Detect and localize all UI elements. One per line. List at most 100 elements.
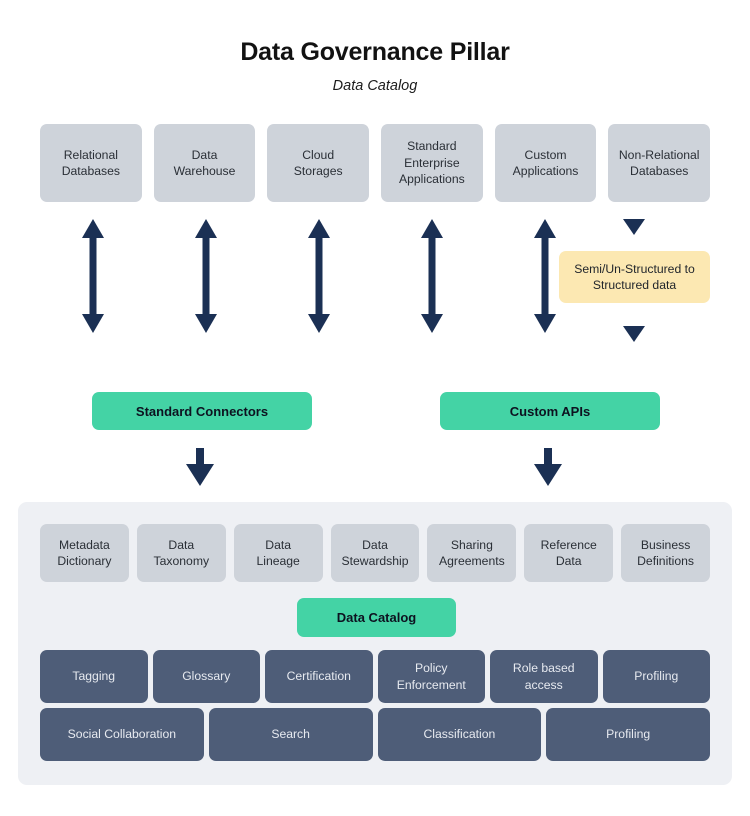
capabilities-row: Metadata Dictionary Data Taxonomy Data L… — [40, 524, 711, 582]
source-label-line2: Databases — [630, 164, 689, 178]
page-title: Data Governance Pillar — [240, 38, 510, 66]
feature-label: Classification — [423, 727, 496, 742]
down-triangle-into-transform — [623, 219, 645, 235]
feature-box-tagging[interactable]: Tagging — [40, 650, 148, 703]
bidirectional-arrow-data-warehouse — [195, 219, 217, 333]
source-box-relational-databases[interactable]: Relational Databases — [40, 124, 142, 202]
bidirectional-arrow-group — [82, 219, 556, 333]
feature-label: Role based access — [513, 660, 575, 693]
feature-label: Glossary — [182, 669, 231, 684]
feature-label-line1: Policy — [414, 661, 448, 676]
capability-label-line1: Reference — [540, 537, 597, 552]
feature-label: Profiling — [606, 727, 651, 742]
data-catalog-chip-label: Data Catalog — [336, 610, 417, 625]
capability-label-line1: Data — [168, 537, 195, 552]
feature-label: Certification — [286, 669, 351, 684]
source-box-data-warehouse[interactable]: Data Warehouse — [153, 124, 256, 202]
feature-box-glossary[interactable]: Glossary — [152, 650, 260, 703]
source-label-line2: Enterprise — [404, 155, 460, 170]
capability-label-line2: Definitions — [637, 554, 695, 568]
capability-label-line2: Lineage — [256, 554, 300, 568]
connector-standard-connectors[interactable]: Standard Connectors — [92, 392, 312, 430]
diagram-header: Data Governance Pillar Data Catalog — [0, 0, 750, 94]
feature-box-classification[interactable]: Classification — [377, 708, 542, 761]
source-label: Cloud Storages — [294, 147, 343, 180]
capability-label-line2: Dictionary — [57, 554, 112, 568]
connector-custom-apis[interactable]: Custom APIs — [440, 392, 660, 430]
capability-label-line2: Data — [555, 554, 582, 568]
capability-label-line2: Taxonomy — [153, 554, 210, 568]
bidirectional-arrow-custom-applications — [534, 219, 556, 333]
feature-box-profiling[interactable]: Profiling — [602, 650, 710, 703]
capability-label-line1: Data — [265, 537, 292, 552]
connector-arrow-group — [186, 448, 562, 486]
source-label-line1: Custom — [524, 147, 567, 162]
source-label: Non-Relational Databases — [619, 147, 700, 180]
capability-box-data-stewardship[interactable]: Data Stewardship — [330, 524, 420, 582]
capability-label-line1: Business — [640, 537, 691, 552]
feature-box-search[interactable]: Search — [208, 708, 373, 761]
bidirectional-arrow-standard-enterprise-applications — [421, 219, 443, 333]
bidirectional-arrow-relational-databases — [82, 219, 104, 333]
source-box-non-relational-databases[interactable]: Non-Relational Databases — [608, 124, 711, 202]
down-arrow-standard-connectors — [186, 448, 214, 486]
capability-box-reference-data[interactable]: Reference Data — [524, 524, 614, 582]
source-label: Data Warehouse — [174, 147, 236, 180]
feature-label: Policy Enforcement — [397, 660, 466, 693]
capability-label: Data Lineage — [256, 537, 299, 570]
down-triangle-out-of-transform — [623, 326, 645, 342]
capability-box-metadata-dictionary[interactable]: Metadata Dictionary — [40, 524, 129, 582]
feature-label: Profiling — [634, 669, 679, 684]
capability-label: Data Stewardship — [341, 537, 408, 570]
feature-box-social-collaboration[interactable]: Social Collaboration — [40, 708, 204, 761]
source-label-line2: Databases — [61, 164, 120, 178]
source-label-line2: Warehouse — [173, 164, 236, 178]
features-row-1: Tagging Glossary Certification Policy En… — [40, 650, 710, 703]
connector-label: Standard Connectors — [135, 403, 269, 419]
feature-label-line2: access — [524, 677, 563, 692]
data-catalog-chip[interactable]: Data Catalog — [297, 598, 456, 637]
source-label: Custom Applications — [513, 147, 579, 180]
source-label: Standard Enterprise Applications — [399, 138, 465, 187]
capability-box-sharing-agreements[interactable]: Sharing Agreements — [427, 524, 517, 582]
feature-box-certification[interactable]: Certification — [265, 650, 373, 703]
features-row-2: Social Collaboration Search Classificati… — [40, 708, 710, 761]
source-label: Relational Databases — [62, 147, 120, 180]
feature-box-role-based-access[interactable]: Role based access — [490, 650, 598, 703]
data-catalog-panel: Metadata Dictionary Data Taxonomy Data L… — [18, 502, 732, 785]
feature-label-line2: Enforcement — [396, 677, 466, 692]
capability-label: Business Definitions — [637, 537, 694, 570]
capability-label-line2: Stewardship — [341, 554, 409, 568]
feature-box-policy-enforcement[interactable]: Policy Enforcement — [377, 650, 485, 703]
source-systems-row: Relational Databases Data Warehouse Clou… — [40, 124, 711, 202]
source-label-line2: Applications — [512, 164, 579, 178]
source-label-line1: Cloud — [302, 147, 335, 162]
transform-label-line1: Semi/Un-Structured to — [574, 261, 695, 276]
feature-box-profiling-secondary[interactable]: Profiling — [546, 708, 710, 761]
capability-box-business-definitions[interactable]: Business Definitions — [621, 524, 711, 582]
capability-box-data-taxonomy[interactable]: Data Taxonomy — [136, 524, 226, 582]
source-box-cloud-storages[interactable]: Cloud Storages — [267, 124, 370, 202]
source-label-line1: Non-Relational — [618, 147, 700, 162]
source-label-line1: Data — [191, 147, 218, 162]
capability-label-line2: Agreements — [439, 554, 505, 568]
capability-label: Sharing Agreements — [439, 537, 505, 570]
down-arrow-custom-apis — [534, 448, 562, 486]
source-box-custom-applications[interactable]: Custom Applications — [494, 124, 597, 202]
transform-label-line2: Structured data — [592, 278, 677, 292]
capability-label: Data Taxonomy — [154, 537, 210, 570]
source-label-line1: Relational — [63, 147, 118, 162]
source-box-standard-enterprise-applications[interactable]: Standard Enterprise Applications — [381, 124, 483, 202]
source-label-line1: Standard — [407, 139, 457, 154]
capability-label-line1: Data — [362, 537, 388, 552]
source-label-line2: Storages — [293, 164, 343, 178]
capability-label: Metadata Dictionary — [57, 537, 111, 570]
transform-box-semi-unstructured-to-structured[interactable]: Semi/Un-Structured to Structured data — [559, 251, 710, 303]
page-subtitle: Data Catalog — [332, 78, 418, 94]
capability-box-data-lineage[interactable]: Data Lineage — [233, 524, 323, 582]
connector-label: Custom APIs — [509, 403, 591, 419]
capability-label-line1: Sharing — [450, 537, 493, 552]
capability-label-line1: Metadata — [59, 537, 110, 552]
feature-label-line1: Role based — [512, 661, 575, 676]
